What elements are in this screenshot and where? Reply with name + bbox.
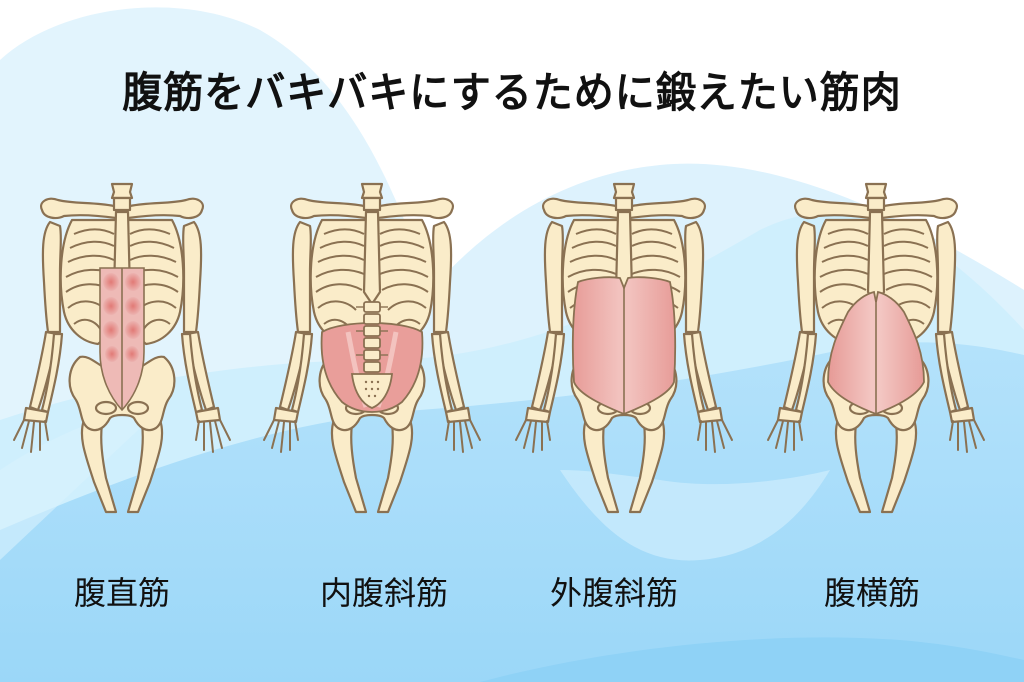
skeleton-internal-oblique-icon <box>262 182 482 514</box>
skeleton-transversus-abdominis-icon <box>766 182 986 514</box>
figure-transversus-abdominis <box>756 182 996 517</box>
label-external-oblique: 外腹斜筋 <box>549 574 678 612</box>
figure-external-oblique <box>504 182 744 517</box>
figure-rectus-abdominis <box>2 182 242 517</box>
label-transversus-abdominis: 腹横筋 <box>823 574 920 612</box>
skeleton-rectus-abdominis-icon <box>12 182 232 514</box>
label-rectus-abdominis: 腹直筋 <box>73 574 170 612</box>
label-internal-oblique: 内腹斜筋 <box>319 574 448 612</box>
figure-internal-oblique <box>252 182 492 517</box>
skeleton-external-oblique-icon <box>514 182 734 514</box>
page-title: 腹筋をバキバキにするために鍛えたい筋肉 <box>122 69 902 118</box>
